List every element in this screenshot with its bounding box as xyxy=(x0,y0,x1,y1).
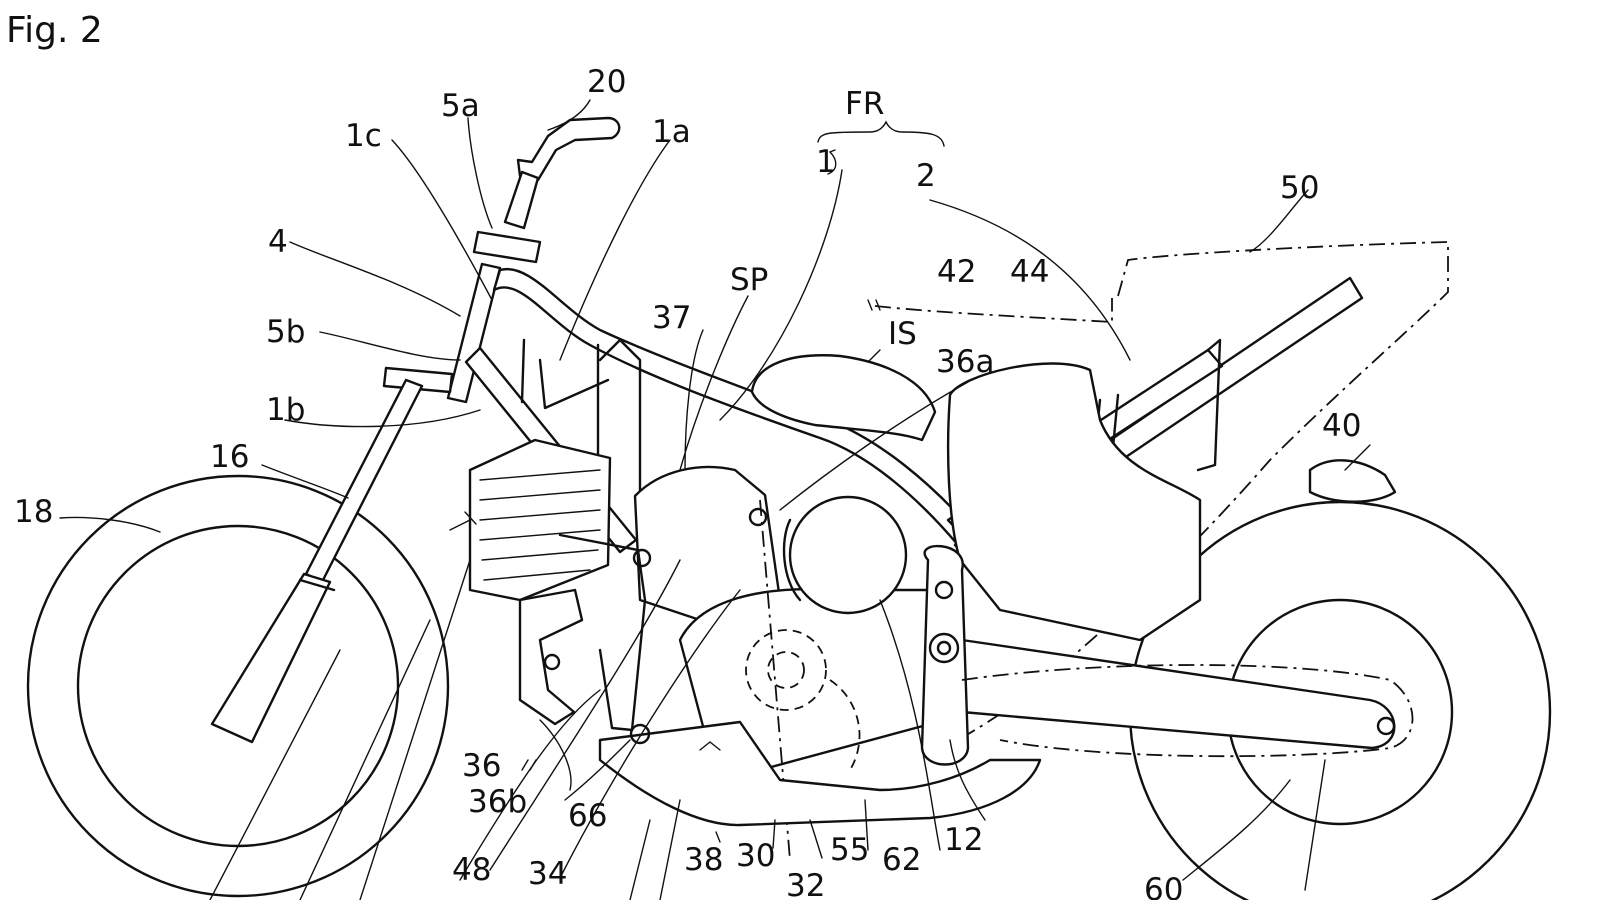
front-fork xyxy=(210,116,621,744)
label-34: 34 xyxy=(528,856,567,892)
label-16: 16 xyxy=(210,439,249,475)
label-55: 55 xyxy=(830,832,869,868)
exhaust-pipe xyxy=(598,720,1042,827)
intake-silencer xyxy=(750,354,937,442)
label-37: 37 xyxy=(652,300,691,336)
engine xyxy=(468,438,959,861)
label-1c: 1c xyxy=(345,118,382,154)
shock-linkage xyxy=(518,507,768,745)
seat xyxy=(946,362,1202,642)
label-62: 62 xyxy=(882,842,921,878)
label-30: 30 xyxy=(736,838,775,874)
label-IS: IS xyxy=(888,316,917,352)
label-60: 60 xyxy=(1144,872,1183,900)
label-66: 66 xyxy=(568,798,607,834)
label-36: 36 xyxy=(462,748,501,784)
label-FR: FR xyxy=(845,86,884,122)
label-48: 48 xyxy=(452,852,491,888)
label-32: 32 xyxy=(786,868,825,900)
label-18: 18 xyxy=(14,494,53,530)
label-50: 50 xyxy=(1280,170,1319,206)
swing-arm xyxy=(920,544,1414,766)
label-44: 44 xyxy=(1010,254,1049,290)
label-1b: 1b xyxy=(266,392,305,428)
label-1: 1 xyxy=(816,144,836,180)
air-cleaner-outline xyxy=(874,298,1113,323)
label-5a: 5a xyxy=(441,88,480,124)
label-SP: SP xyxy=(730,262,768,298)
label-1a: 1a xyxy=(652,114,691,150)
label-20: 20 xyxy=(587,64,626,100)
label-5b: 5b xyxy=(266,314,305,350)
label-38: 38 xyxy=(684,842,723,878)
label-12: 12 xyxy=(944,822,983,858)
figure-title: Fig. 2 xyxy=(6,10,103,51)
rear-cover xyxy=(1308,459,1397,503)
label-42: 42 xyxy=(937,254,976,290)
label-2: 2 xyxy=(916,158,936,194)
label-40: 40 xyxy=(1322,408,1361,444)
label-36a: 36a xyxy=(936,344,994,380)
reference-labels: 20 5a 1c 1a FR 1 2 50 4 SP 42 44 37 IS 3… xyxy=(14,64,1361,905)
label-4: 4 xyxy=(268,224,288,260)
leader-lines xyxy=(59,99,1371,901)
label-36b: 36b xyxy=(468,784,527,820)
